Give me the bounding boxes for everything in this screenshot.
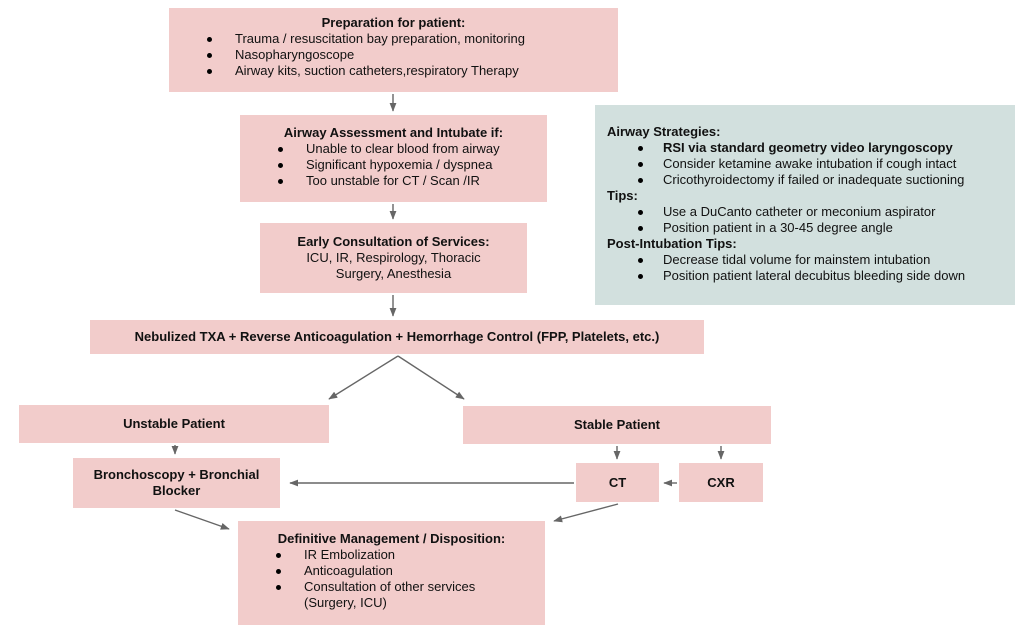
- node-line: ICU, IR, Respirology, Thoracic: [306, 250, 481, 265]
- panel-heading: Airway Strategies:: [607, 124, 721, 139]
- node-title: Stable Patient: [574, 417, 660, 432]
- bullet-text: Airway kits, suction catheters,respirato…: [235, 63, 519, 78]
- bullet-item: Consider ketamine awake intubation if co…: [607, 156, 1009, 172]
- bullet-list: IR Embolization Anticoagulation Consulta…: [238, 547, 545, 595]
- bullet-item: Trauma / resuscitation bay preparation, …: [169, 31, 618, 47]
- bullet-text: Position patient lateral decubitus bleed…: [663, 268, 966, 283]
- node-title: Airway Assessment and Intubate if:: [283, 125, 504, 140]
- flow-node-cxr: CXR: [679, 463, 763, 502]
- bullet-dot-icon: [207, 37, 212, 42]
- bullet-dot-icon: [638, 226, 643, 231]
- node-title: Unstable Patient: [123, 416, 225, 431]
- bullet-list: Decrease tidal volume for mainstem intub…: [607, 252, 1009, 284]
- flow-node-ct: CT: [576, 463, 659, 502]
- bullet-text: Consultation of other services: [304, 579, 476, 594]
- bullet-item: Unable to clear blood from airway: [240, 141, 547, 157]
- bullet-dot-icon: [276, 569, 281, 574]
- bullet-text: Cricothyroidectomy if failed or inadequa…: [663, 172, 965, 187]
- node-title: CXR: [707, 474, 735, 490]
- node-title: Bronchoscopy + Bronchial Blocker: [93, 467, 260, 498]
- bullet-list: Unable to clear blood from airway Signif…: [240, 141, 547, 189]
- bullet-dot-icon: [207, 53, 212, 58]
- bullet-text: Use a DuCanto catheter or meconium aspir…: [663, 204, 936, 219]
- bullet-dot-icon: [276, 585, 281, 590]
- bullet-item: Decrease tidal volume for mainstem intub…: [607, 252, 1009, 268]
- arrow-treatment-to-unstable: [328, 355, 399, 400]
- bullet-item: Use a DuCanto catheter or meconium aspir…: [607, 204, 1009, 220]
- bullet-text: Significant hypoxemia / dyspnea: [306, 157, 493, 172]
- arrow-bronchoscopy-to-definitive: [174, 509, 230, 530]
- bullet-dot-icon: [278, 147, 283, 152]
- bullet-item: Significant hypoxemia / dyspnea: [240, 157, 547, 173]
- bullet-dot-icon: [638, 274, 643, 279]
- flow-node-treatment-bar: Nebulized TXA + Reverse Anticoagulation …: [90, 320, 704, 354]
- flow-node-unstable-patient: Unstable Patient: [19, 405, 329, 443]
- flow-node-bronchoscopy: Bronchoscopy + Bronchial Blocker: [73, 458, 280, 508]
- bullet-dot-icon: [276, 553, 281, 558]
- arrow-treatment-to-stable: [397, 355, 465, 400]
- bullet-dot-icon: [278, 163, 283, 168]
- bullet-text: Trauma / resuscitation bay preparation, …: [235, 31, 525, 46]
- bullet-item: Too unstable for CT / Scan /IR: [240, 173, 547, 189]
- bullet-text: Too unstable for CT / Scan /IR: [306, 173, 480, 188]
- node-title: CT: [608, 474, 627, 490]
- node-title: Nebulized TXA + Reverse Anticoagulation …: [134, 329, 660, 344]
- bullet-text: RSI via standard geometry video laryngos…: [663, 140, 953, 155]
- bullet-text: Consider ketamine awake intubation if co…: [663, 156, 957, 171]
- flow-node-preparation: Preparation for patient: Trauma / resusc…: [169, 8, 618, 92]
- panel-heading: Tips:: [607, 188, 638, 203]
- bullet-dot-icon: [278, 179, 283, 184]
- arrow-ct-to-definitive: [553, 503, 619, 523]
- bullet-item: Airway kits, suction catheters,respirato…: [169, 63, 618, 79]
- flow-node-definitive-management: Definitive Management / Disposition: IR …: [238, 521, 545, 625]
- bullet-dot-icon: [638, 162, 643, 167]
- bullet-item: Position patient in a 30-45 degree angle: [607, 220, 1009, 236]
- bullet-text: Position patient in a 30-45 degree angle: [663, 220, 893, 235]
- bullet-text: Anticoagulation: [304, 563, 393, 578]
- flow-node-stable-patient: Stable Patient: [463, 406, 771, 444]
- bullet-list: Use a DuCanto catheter or meconium aspir…: [607, 204, 1009, 236]
- node-title: Definitive Management / Disposition:: [277, 531, 506, 546]
- bullet-dot-icon: [638, 258, 643, 263]
- bullet-dot-icon: [638, 178, 643, 183]
- bullet-item: RSI via standard geometry video laryngos…: [607, 140, 1009, 156]
- flow-node-early-consultation: Early Consultation of Services: ICU, IR,…: [260, 223, 527, 293]
- bullet-dot-icon: [207, 69, 212, 74]
- bullet-continuation-text: (Surgery, ICU): [304, 595, 387, 610]
- bullet-text: Unable to clear blood from airway: [306, 141, 500, 156]
- bullet-list: Trauma / resuscitation bay preparation, …: [169, 31, 618, 79]
- bullet-item: Consultation of other services: [238, 579, 545, 595]
- bullet-item: Cricothyroidectomy if failed or inadequa…: [607, 172, 1009, 188]
- bullet-dot-icon: [638, 146, 643, 151]
- bullet-item: IR Embolization: [238, 547, 545, 563]
- bullet-item: Nasopharyngoscope: [169, 47, 618, 63]
- bullet-item: Position patient lateral decubitus bleed…: [607, 268, 1009, 284]
- bullet-item: Anticoagulation: [238, 563, 545, 579]
- bullet-text: Decrease tidal volume for mainstem intub…: [663, 252, 931, 267]
- panel-heading: Post-Intubation Tips:: [607, 236, 737, 251]
- bullet-text: IR Embolization: [304, 547, 396, 562]
- bullet-dot-icon: [638, 210, 643, 215]
- node-title: Preparation for patient:: [321, 15, 466, 30]
- airway-strategies-panel: Airway Strategies: RSI via standard geom…: [595, 105, 1015, 305]
- node-title: Early Consultation of Services:: [297, 234, 490, 249]
- bullet-text: Nasopharyngoscope: [235, 47, 355, 62]
- node-line: Surgery, Anesthesia: [335, 266, 452, 281]
- flow-node-airway-assessment: Airway Assessment and Intubate if: Unabl…: [240, 115, 547, 202]
- bullet-list: RSI via standard geometry video laryngos…: [607, 140, 1009, 188]
